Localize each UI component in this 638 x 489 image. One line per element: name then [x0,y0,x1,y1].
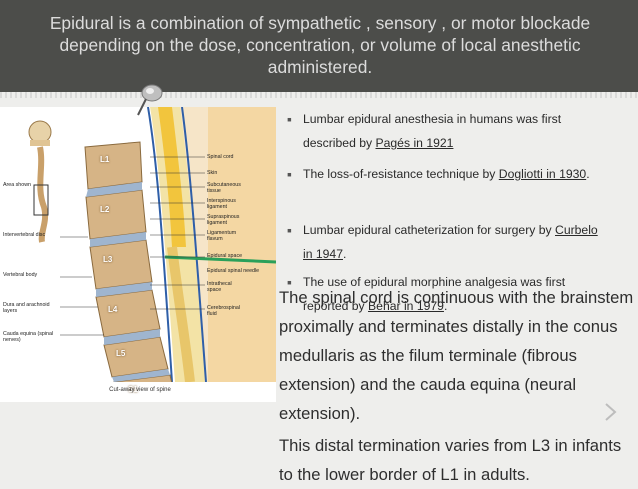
bullet-item: ▪ Lumbar epidural catheterization for su… [287,218,607,266]
bullet-item: ▪ The loss-of-resistance technique by Do… [287,162,607,186]
title-line: administered. [267,57,373,77]
figure-label-left: Area shown [3,182,31,188]
citation-link[interactable]: Curbelo in 1947 [303,223,598,261]
title-line: Epidural is a combination of sympathetic… [49,13,591,33]
bullet-dot-icon: ▪ [287,222,292,238]
text-line: to the lower border of L1 in adults. [279,465,530,484]
title-bar: Epidural is a combination of sympathetic… [0,0,638,92]
spinal-cord-text-box: The spinal cord is continuous with the b… [279,283,638,489]
figure-caption: Cut-away view of spine [109,387,171,393]
bullet-text: . [342,247,347,261]
paragraph-cord-continuity: The spinal cord is continuous with the b… [279,283,638,428]
text-line: proximally and terminates distally in th… [279,317,618,336]
text-line: extension) and the cauda equina (neural [279,375,577,394]
pushpin-icon [137,84,163,116]
figure-label-right: Ligamentum flavum [207,230,237,242]
bullet-text: Lumbar epidural anesthesia in humans was… [303,112,562,150]
next-slide-arrow-icon[interactable] [600,400,620,424]
figure-label-right: Intrathecal space [207,281,232,293]
vertebra-label: L3 [103,255,113,264]
figure-label-right: Epidural space [207,253,243,259]
vertebra-label: S1 [128,385,138,394]
vertebra-label: L4 [108,305,118,314]
bullet-text: The loss-of-resistance technique by [303,167,499,181]
spine-anatomy-figure: L1 L2 L3 L4 L5 S1 Area shown Interverteb… [0,106,277,403]
skeleton-thumbnail [28,120,52,243]
figure-label-left: Intervertebral disc [3,232,46,238]
text-line: The spinal cord is continuous with the b… [279,288,634,307]
title-line: depending on the dose, concentration, or… [59,35,581,55]
vertebra-label: L1 [100,155,110,164]
text-line: medullaris as the filum terminale (fibro… [279,346,577,365]
text-line: This distal termination varies from L3 i… [279,436,622,455]
bullet-dot-icon: ▪ [287,111,292,127]
intervertebral-discs [86,182,170,382]
bullet-dot-icon: ▪ [287,274,292,290]
slide-title: Epidural is a combination of sympathetic… [30,12,610,78]
bullet-text: Lumbar epidural catheterization for surg… [303,223,556,237]
paragraph-distal-termination: This distal termination varies from L3 i… [279,431,638,489]
figure-label-left: Vertebral body [3,272,38,278]
figure-label-left: Cauda equina (spinal nerves) [3,331,54,343]
figure-label-right: Subcutaneous tissue [207,182,241,194]
bullet-text: . [586,167,590,181]
figure-label-right: Spinal cord [207,154,234,160]
dotted-divider [0,92,638,98]
bullet-text: The use of epidural morphine analgesia w… [303,275,566,313]
figure-label-right: Epidural spinal needle [207,268,260,274]
citation-link[interactable]: Dogliotti in 1930 [498,167,587,181]
bullet-text: . [443,299,448,313]
vertebra-label: L2 [100,205,110,214]
citation-link[interactable]: Pagés in 1921 [375,136,454,150]
text-line: extension). [279,404,361,423]
figure-label-right: Cerebrospinal fluid [207,305,240,317]
vertebra-label: L5 [116,349,126,358]
figure-label-right: Skin [207,170,218,176]
bullet-item: ▪ Lumbar epidural anesthesia in humans w… [287,107,607,155]
figure-label-left: Dura and arachnoid layers [3,302,50,314]
epidural-needle [164,255,277,264]
figure-label-right: Supraspinous ligament [207,214,240,226]
bullet-item: ▪ The use of epidural morphine analgesia… [287,270,607,318]
figure-label-right: Interspinous ligament [207,198,236,210]
bullet-dot-icon: ▪ [287,166,292,182]
citation-link[interactable]: Behar in 1979 [368,299,444,313]
spine-illustration [0,106,277,403]
